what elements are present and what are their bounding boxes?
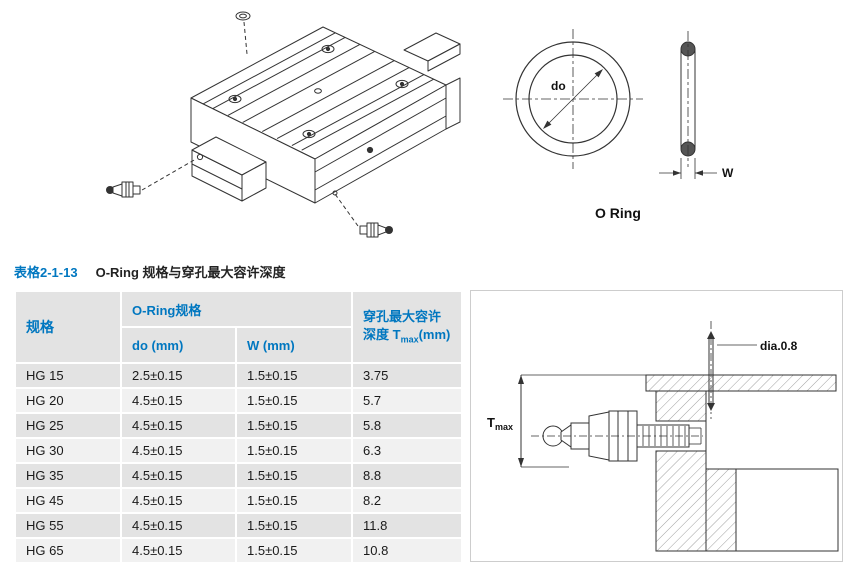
header-depth-line1: 穿孔最大容许 — [363, 309, 442, 325]
cell-tmax: 5.8 — [351, 412, 464, 439]
cell-do: 4.5±0.15 — [120, 412, 237, 439]
tmax-arrowhead — [518, 458, 524, 467]
cell-spec: HG 45 — [14, 487, 122, 514]
cell-spec: HG 55 — [14, 512, 122, 539]
cell-tmax: 8.8 — [351, 462, 464, 489]
cell-tmax: 8.2 — [351, 487, 464, 514]
cell-w: 1.5±0.15 — [234, 437, 354, 464]
cell-w: 1.5±0.15 — [234, 462, 354, 489]
orifice-arrowhead — [707, 331, 715, 339]
header-depth-line2-prefix: 深度 T — [363, 326, 401, 342]
oring-caption: O Ring — [595, 205, 641, 221]
cell-tmax: 5.7 — [351, 387, 464, 414]
header-w: W (mm) — [234, 326, 354, 364]
carriage-isometric-drawing — [106, 11, 461, 238]
cell-do: 4.5±0.15 — [120, 437, 237, 464]
nipple-section-drawing: dia.0.8 Tmax — [487, 321, 839, 552]
cell-tmax: 3.75 — [351, 362, 464, 389]
cell-w: 1.5±0.15 — [234, 412, 354, 439]
cell-w: 1.5±0.15 — [234, 387, 354, 414]
header-do: do (mm) — [120, 326, 237, 364]
w-arrowhead — [673, 170, 681, 176]
header-row-2: do (mm) W (mm) — [15, 326, 462, 364]
header-depth: 穿孔最大容许 深度 Tmax(mm) — [351, 290, 464, 364]
table-row: HG 20 4.5±0.15 1.5±0.15 5.7 — [14, 387, 464, 414]
cell-w: 1.5±0.15 — [234, 487, 354, 514]
cell-spec: HG 15 — [14, 362, 122, 389]
table-row: HG 55 4.5±0.15 1.5±0.15 11.8 — [14, 512, 464, 539]
w-arrowhead — [695, 170, 703, 176]
table-row: HG 65 4.5±0.15 1.5±0.15 10.8 — [14, 537, 464, 564]
cell-do: 4.5±0.15 — [120, 487, 237, 514]
do-dimension-label: do — [551, 79, 566, 93]
table-row: HG 35 4.5±0.15 1.5±0.15 8.8 — [14, 462, 464, 489]
w-dimension-label: W — [722, 166, 734, 180]
dia-dimension-label: dia.0.8 — [760, 339, 798, 353]
orifice-arrowhead — [707, 403, 715, 411]
cell-w: 1.5±0.15 — [234, 362, 354, 389]
table-number: 表格2-1-13 — [14, 265, 78, 280]
do-arrowhead — [543, 120, 552, 129]
header-oring-group: O-Ring规格 — [119, 290, 354, 328]
cell-do: 4.5±0.15 — [120, 462, 237, 489]
cell-spec: HG 30 — [14, 437, 122, 464]
table-title: O-Ring 规格与穿孔最大容许深度 — [95, 265, 286, 280]
header-row-1: 规格 O-Ring规格 穿孔最大容许 深度 Tmax(mm) — [14, 290, 464, 364]
cell-spec: HG 25 — [14, 412, 122, 439]
cell-w: 1.5±0.15 — [234, 537, 354, 564]
cell-do: 2.5±0.15 — [120, 362, 237, 389]
header-depth-line2-suffix: (mm) — [418, 326, 451, 342]
cell-spec: HG 35 — [14, 462, 122, 489]
table-row: HG 15 2.5±0.15 1.5±0.15 3.75 — [14, 362, 464, 389]
table-row: HG 45 4.5±0.15 1.5±0.15 8.2 — [14, 487, 464, 514]
tmax-t: T — [487, 415, 495, 430]
tmax-arrowhead — [518, 375, 524, 384]
table-row: HG 25 4.5±0.15 1.5±0.15 5.8 — [14, 412, 464, 439]
cell-tmax: 6.3 — [351, 437, 464, 464]
cell-do: 4.5±0.15 — [120, 512, 237, 539]
header-depth-subscript: max — [400, 334, 419, 345]
oring-drawing: do W O Ring — [503, 29, 734, 221]
header-spec: 规格 — [14, 290, 122, 364]
cell-w: 1.5±0.15 — [234, 512, 354, 539]
tmax-sub: max — [495, 422, 513, 432]
cell-tmax: 11.8 — [351, 512, 464, 539]
table-caption: 表格2-1-13 O-Ring 规格与穿孔最大容许深度 — [14, 262, 286, 281]
cell-spec: HG 65 — [14, 537, 122, 564]
cell-spec: HG 20 — [14, 387, 122, 414]
cell-tmax: 10.8 — [351, 537, 464, 564]
cell-do: 4.5±0.15 — [120, 537, 237, 564]
table-row: HG 30 4.5±0.15 1.5±0.15 6.3 — [14, 437, 464, 464]
cross-section-panel: dia.0.8 Tmax — [470, 290, 843, 562]
tmax-dimension-label: Tmax — [487, 415, 513, 432]
cell-do: 4.5±0.15 — [120, 387, 237, 414]
oring-spec-table: 规格 O-Ring规格 穿孔最大容许 深度 Tmax(mm) do (mm) W… — [14, 290, 464, 564]
do-arrowhead — [594, 69, 603, 78]
